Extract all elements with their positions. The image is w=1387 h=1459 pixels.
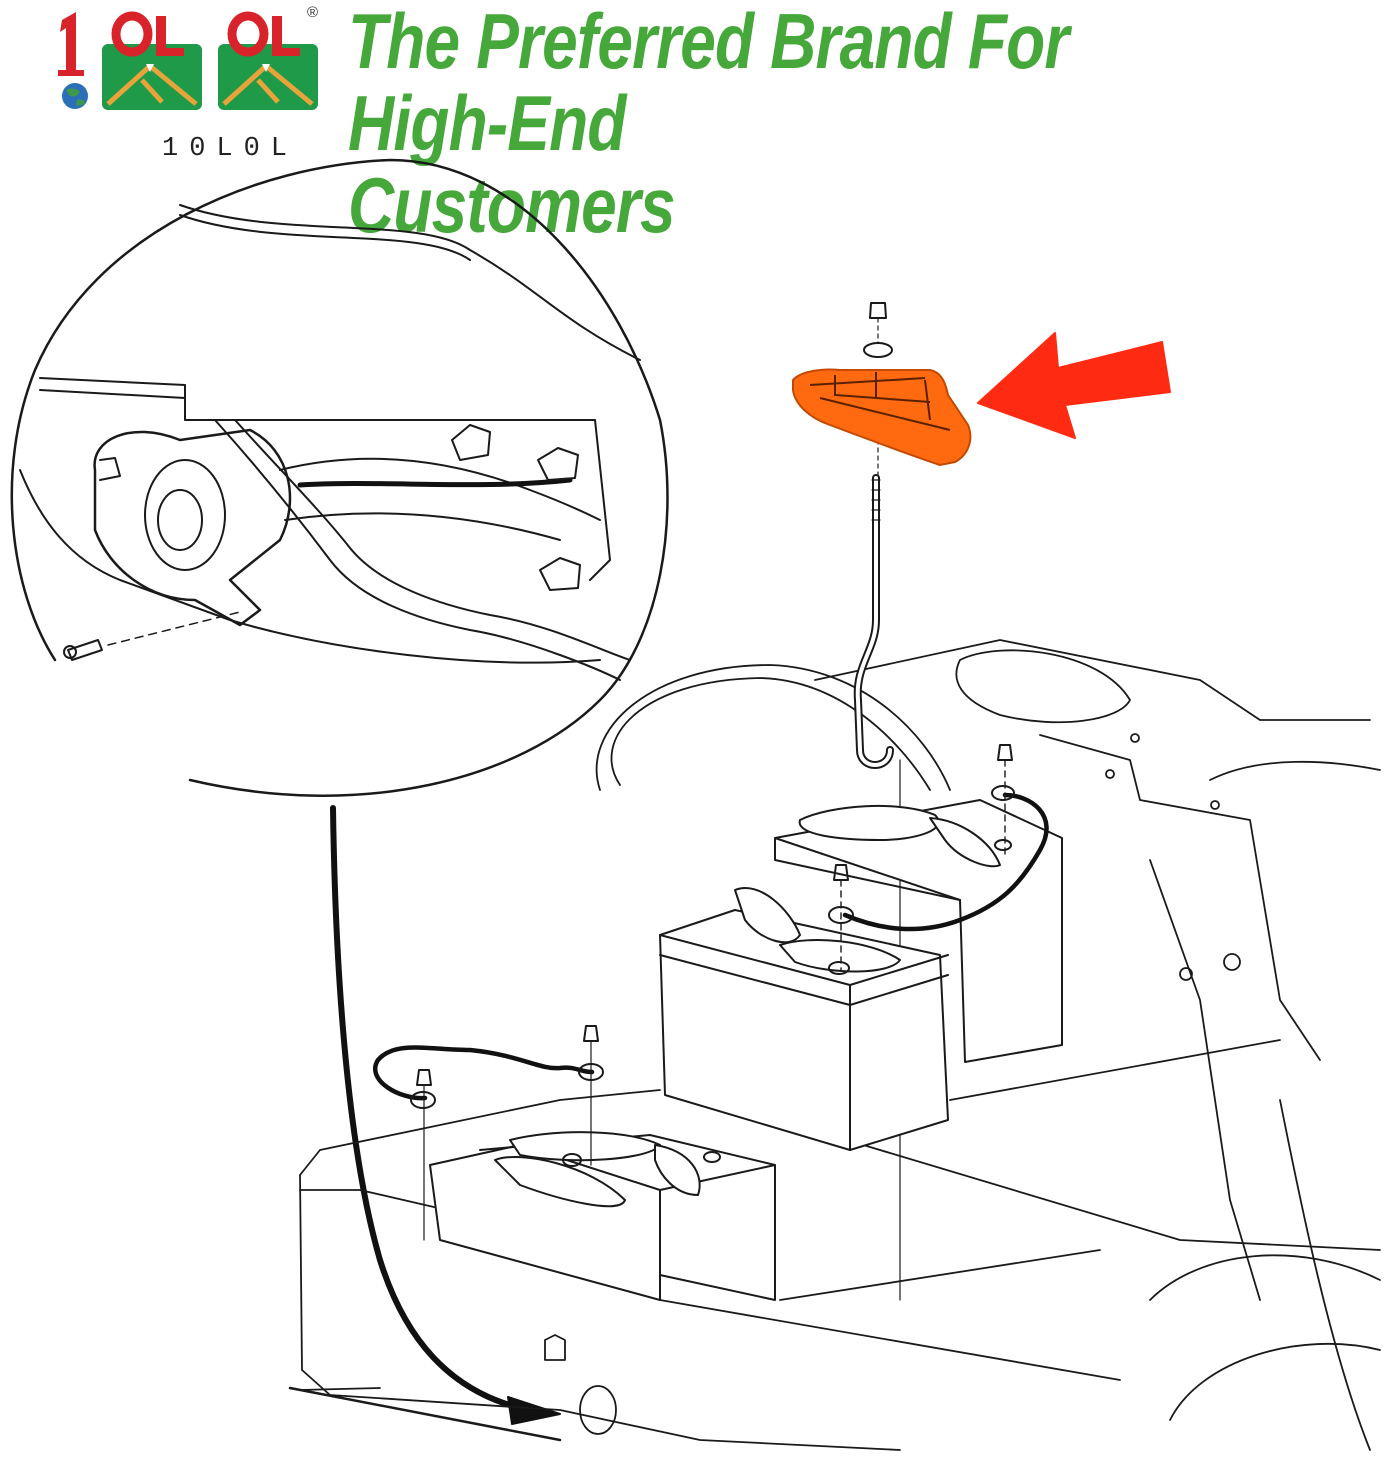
lead-line (330, 805, 523, 1411)
brand-logo: 10L0L (50, 6, 330, 166)
connector-inset-icon (10, 158, 669, 797)
lead-arrowhead-icon (507, 1396, 561, 1425)
cable-icon (373, 792, 1049, 1101)
battery-hold-down-icon (792, 368, 972, 467)
logo-caption: 10L0L (162, 134, 299, 164)
registered-mark: ® (307, 4, 319, 21)
battery-icon (429, 799, 1063, 1301)
headline-line-1: The Preferred Brand For High-End (348, 0, 1069, 167)
headline: The Preferred Brand For High-End Custome… (348, 0, 1193, 246)
hold-down-rod (853, 302, 894, 769)
callout-arrow-icon (977, 332, 1171, 439)
logo-mark-icon (58, 11, 318, 110)
